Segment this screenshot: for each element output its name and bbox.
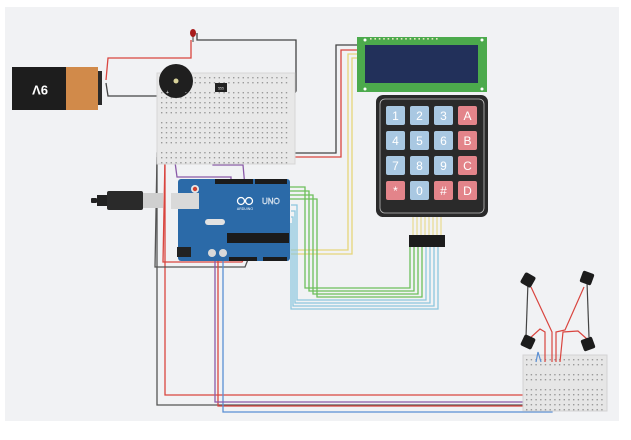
keypad-key-label: 3 [440,109,447,123]
breadboard-small-holes [526,359,603,411]
usb-connector [143,193,163,208]
reset-button[interactable] [192,186,198,192]
keypad-key-*[interactable]: * [386,181,405,200]
keypad-key-label: # [440,184,447,198]
ic-chip[interactable]: 555 [215,83,227,92]
wire-yellow-lcd-2[interactable] [291,57,357,255]
keypad-key-label: 2 [416,109,423,123]
usb-cable[interactable] [91,191,163,210]
keypad-key-2[interactable]: 2 [410,106,429,125]
arduino-power-jack [177,247,191,257]
keypad-connector [409,235,445,247]
wire-purple-button[interactable] [214,222,553,403]
capacitor-1 [208,249,216,257]
keypad-key-7[interactable]: 7 [386,156,405,175]
pushbutton-3[interactable] [520,334,536,350]
wire-yellow-lcd-1[interactable] [291,53,357,251]
arduino-usb-port [171,193,199,209]
led-bulb [190,29,196,37]
wires-green-keypad [283,186,423,298]
wire-black-lcd[interactable] [295,44,357,154]
breadboard-small-body [522,354,608,412]
ic-label: 555 [218,87,224,91]
pushbutton-1[interactable] [520,272,536,288]
power-header [229,257,257,261]
keypad-key-label: 1 [392,109,399,123]
battery-terminal [98,71,102,105]
keypad-key-label: A [463,109,471,123]
led[interactable] [190,29,196,42]
keypad-key-8[interactable]: 8 [410,156,429,175]
keypad-key-D[interactable]: D [458,181,477,200]
digital-header-1 [215,179,253,184]
breadboard-small[interactable] [522,354,608,412]
wire-red-lcd[interactable] [295,49,357,158]
usb-plug [107,191,143,210]
battery-body [12,67,68,110]
crystal [205,219,225,225]
breadboard-main-holes [161,77,288,164]
keypad-key-A[interactable]: A [458,106,477,125]
lcd-pins [370,38,438,40]
keypad-key-label: 8 [416,159,423,173]
pushbutton-4[interactable] [580,336,596,352]
keypad-key-#[interactable]: # [434,181,453,200]
keypad-key-B[interactable]: B [458,131,477,150]
keypad-key-C[interactable]: C [458,156,477,175]
keypad-key-label: * [393,184,398,198]
atmega-chip [227,233,289,243]
keypad-key-1[interactable]: 1 [386,106,405,125]
circuit-drawing: 9V + - 555 [12,29,608,413]
ic-body [215,83,227,92]
pushbutton-2[interactable] [579,270,595,286]
arduino-uno-text: UNO [262,197,280,206]
lcd-screen [365,45,478,83]
keypad-4x4[interactable]: 1 2 3 A 4 5 6 B 7 8 9 C * 0 # D [376,95,488,247]
arduino-logo: ARDUINO UNO [236,197,280,211]
buzzer-plus-label: + [166,90,169,96]
lcd-16x2[interactable] [357,37,487,92]
keypad-key-4[interactable]: 4 [386,131,405,150]
wires-blue-keypad [290,204,439,310]
keypad-key-label: 4 [392,134,399,148]
arduino-uno[interactable]: ARDUINO UNO [171,179,290,261]
keypad-key-3[interactable]: 3 [434,106,453,125]
keypad-key-label: B [463,134,471,148]
keypad-ribbon [412,217,442,235]
keypad-key-0[interactable]: 0 [410,181,429,200]
keypad-key-label: 5 [416,134,423,148]
wire-red-battery-led[interactable] [105,40,192,81]
buzzer-minus-label: - [185,90,187,96]
keypad-key-label: C [463,159,472,173]
analog-header [263,257,287,261]
keypad-key-label: 9 [440,159,447,173]
battery-label: 9V [32,83,48,98]
keypad-key-6[interactable]: 6 [434,131,453,150]
keypad-key-9[interactable]: 9 [434,156,453,175]
digital-header-2 [255,179,287,184]
buzzer[interactable]: + - [159,64,193,98]
wire-black-battery[interactable] [105,33,297,97]
wire-black-arduino[interactable] [154,156,250,268]
circuit-canvas[interactable]: 9V + - 555 [5,7,619,421]
pushbutton-wires [525,281,590,363]
keypad-key-label: D [463,184,472,198]
keypad-key-label: 0 [416,184,423,198]
keypad-key-label: 7 [392,159,399,173]
battery-cap [66,67,98,110]
keypad-key-5[interactable]: 5 [410,131,429,150]
keypad-keys: 1 2 3 A 4 5 6 B 7 8 9 C * 0 # D [386,106,477,200]
battery-9v[interactable]: 9V [12,67,102,110]
arduino-brand: ARDUINO [237,207,253,211]
buzzer-center [173,78,179,84]
keypad-key-label: 6 [440,134,447,148]
capacitor-2 [219,249,227,257]
